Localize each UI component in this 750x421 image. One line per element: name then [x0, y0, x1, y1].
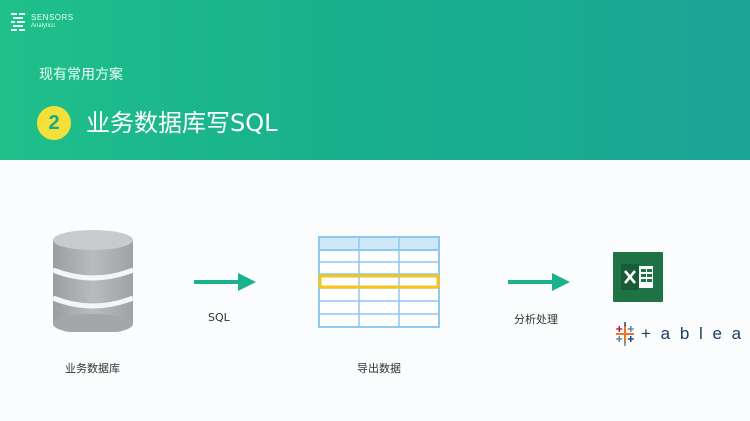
database-icon: [52, 230, 134, 332]
tableau-wordmark-text: + a b l e a u: [641, 324, 750, 343]
highlighted-row: [318, 274, 440, 289]
tableau-wordmark: + a b l e a u®: [641, 324, 750, 344]
sensors-logo: SENSORS Analytics: [11, 12, 91, 34]
export-data-label: 导出数据: [357, 362, 401, 375]
header-banner: SENSORS Analytics 现有常用方案 2 业务数据库写SQL: [0, 0, 750, 160]
spreadsheet-grid-icon: [318, 236, 440, 328]
sql-arrow-label: SQL: [208, 311, 230, 324]
step-number-badge: 2: [37, 106, 71, 140]
logo-text-primary: SENSORS: [31, 13, 74, 22]
section-subtitle: 现有常用方案: [39, 67, 123, 83]
sensors-logo-icon: [11, 13, 25, 31]
excel-sheet-icon: [621, 264, 653, 290]
analysis-arrow-label: 分析处理: [514, 313, 558, 326]
logo-text-secondary: Analytics: [31, 23, 56, 29]
excel-icon: [613, 252, 663, 302]
page-title: 业务数据库写SQL: [86, 109, 278, 137]
tableau-icon: [616, 322, 634, 346]
source-database-label: 业务数据库: [65, 362, 120, 375]
arrow-right-icon: [194, 273, 256, 291]
arrow-right-icon: [508, 273, 570, 291]
